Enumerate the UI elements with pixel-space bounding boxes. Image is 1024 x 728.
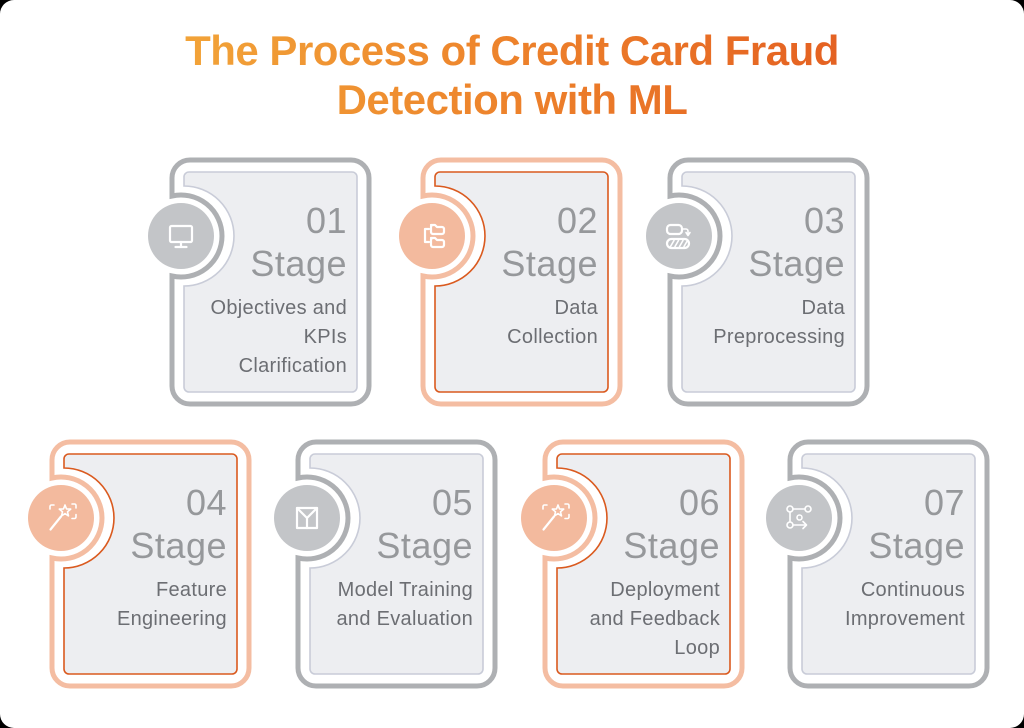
card-outline [787,439,990,689]
stage-label: Stage [250,243,347,284]
card-outline [49,439,252,689]
stage-label: Stage [501,243,598,284]
stage-icon-circle [399,203,465,269]
stage-label: Stage [376,525,473,566]
stage-card-06: 06 Stage Deployment and Feedback Loop [510,434,750,694]
stage-label: Stage [868,525,965,566]
stage-label: Stage [623,525,720,566]
stage-label: Stage [130,525,227,566]
stage-texts: 01 Stage Objectives and KPIs Clarificati… [187,199,347,381]
stage-icon-circle [274,485,340,551]
stage-texts: 03 Stage Data Preprocessing [685,199,845,352]
stage-number: 06 [678,482,720,523]
card-outline [295,439,498,689]
stage-number: 04 [185,482,227,523]
stage-texts: 07 Stage Continuous Improvement [805,481,965,634]
magic-wand-icon [49,503,77,531]
stage-description: Feature Engineering [116,579,227,630]
stage-icon-circle [28,485,94,551]
stage-label: Stage [748,243,845,284]
stage-number: 03 [803,200,845,241]
stage-icon-circle [148,203,214,269]
stage-card-02: 02 Stage Data Collection [388,152,628,412]
stage-texts: 04 Stage Feature Engineering [67,481,227,634]
stage-icon-circle [521,485,587,551]
stage-card-03: 03 Stage Data Preprocessing [635,152,875,412]
folder-tree-icon [423,223,446,249]
stage-texts: 05 Stage Model Training and Evaluation [313,481,473,634]
data-preprocessing-icon [665,223,691,250]
stage-card-05: 05 Stage Model Training and Evaluation [263,434,503,694]
stage-description: Objectives and KPIs Clarification [210,297,347,377]
stage-card-07: 07 Stage Continuous Improvement [755,434,995,694]
card-outline [169,157,372,407]
stage-number: 05 [431,482,473,523]
monitor-icon [168,224,194,249]
stage-number: 02 [556,200,598,241]
stage-description: Data Preprocessing [713,297,845,348]
card-outline [420,157,623,407]
page-title-wrap: The Process of Credit Card Fraud Detecti… [0,26,1024,124]
magic-wand-icon [542,503,570,531]
stage-description: Deployment and Feedback Loop [589,579,720,659]
stage-texts: 02 Stage Data Collection [438,199,598,352]
model-diagram-icon [295,506,319,530]
stage-card-01: 01 Stage Objectives and KPIs Clarificati… [137,152,377,412]
stage-number: 01 [305,200,347,241]
stage-number: 07 [923,482,965,523]
page-title: The Process of Credit Card Fraud Detecti… [97,26,927,124]
card-outline [542,439,745,689]
route-flow-icon [786,505,812,530]
stage-description: Model Training and Evaluation [336,579,473,630]
stage-texts: 06 Stage Deployment and Feedback Loop [560,481,720,663]
stage-card-04: 04 Stage Feature Engineering [17,434,257,694]
stage-icon-circle [766,485,832,551]
stage-description: Data Collection [507,297,598,348]
card-outline [667,157,870,407]
stage-icon-circle [646,203,712,269]
stage-description: Continuous Improvement [844,579,965,630]
